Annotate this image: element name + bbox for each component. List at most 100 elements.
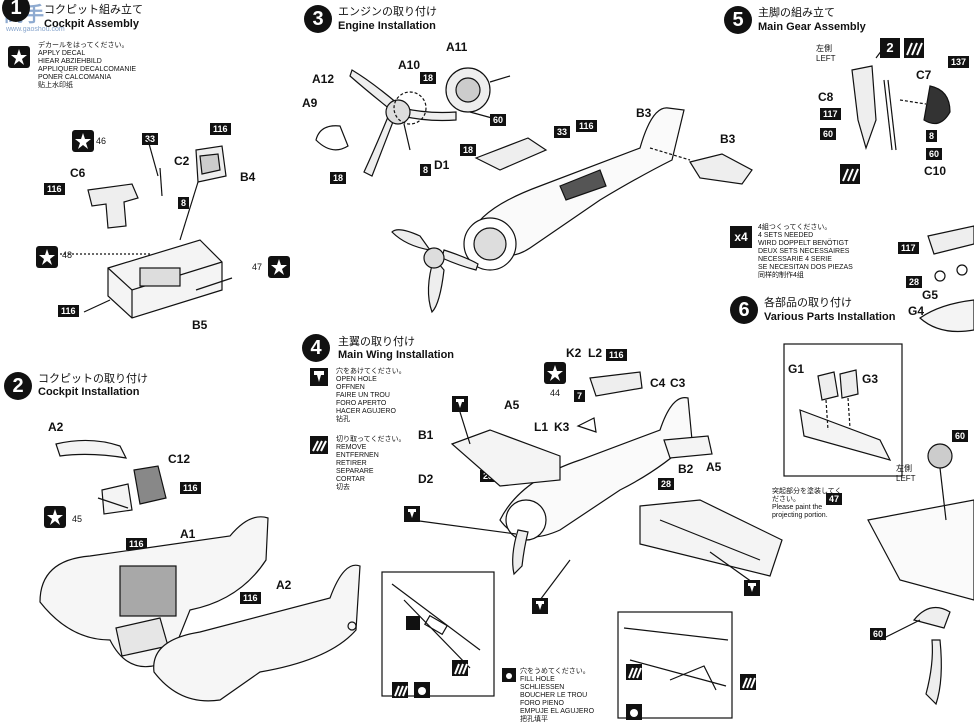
part-label-c2: C2 [174, 154, 190, 168]
decal-number-46: 46 [96, 136, 107, 146]
decal-star-icon [8, 46, 30, 68]
decal-star-icon [72, 130, 94, 152]
part-label-l1: L1 [534, 420, 549, 434]
paint-code-116: 116 [210, 123, 231, 135]
open-hole-icon [744, 580, 760, 596]
decal-number-47: 47 [252, 262, 263, 272]
part-label-c3: C3 [670, 376, 686, 390]
part-label-b3: B3 [720, 132, 736, 146]
paint-code-117: 117 [898, 242, 919, 254]
paint-code-116: 116 [240, 592, 261, 604]
step-6-title-jp: 各部品の取り付け [764, 297, 852, 309]
parts-tree-b-icon: 2 [880, 38, 900, 58]
step-1-number: 1 [2, 0, 30, 22]
decal-star-icon [44, 506, 66, 528]
part-label-g5: G5 [922, 288, 939, 302]
fill-hole-note: 穴をうめてください。 FILL HOLE SCHLIESSEN BOUCHER … [520, 668, 595, 723]
paint-projecting-note: 突起部分を塗装してください。 Please paint the projecti… [772, 488, 842, 519]
step-3-title-en: Engine Installation [338, 20, 436, 32]
open-hole-note: 穴をあけてください。 OPEN HOLE OFFNEN FAIRE UN TRO… [336, 368, 406, 423]
left-side-label: 左側 LEFT [816, 44, 836, 63]
open-hole-icon [452, 396, 468, 412]
decal-number-44: 44 [550, 388, 561, 398]
step-3-title-jp: エンジンの取り付け [338, 6, 437, 18]
paint-code-18: 18 [330, 172, 347, 184]
remove-icon [626, 664, 642, 680]
part-label-a2: A2 [48, 420, 64, 434]
step-6-title-en: Various Parts Installation [764, 311, 896, 323]
part-label-g4: G4 [908, 304, 925, 318]
part-label-a5: A5 [504, 398, 520, 412]
part-label-b5: B5 [192, 318, 208, 332]
fill-hole-icon [502, 668, 516, 682]
paint-code-137: 137 [948, 56, 970, 68]
step-1-title-en: Cockpit Assembly [44, 18, 139, 30]
paint-code-33: 33 [142, 133, 159, 145]
part-label-g3: G3 [862, 372, 879, 386]
part-label-a5: A5 [706, 460, 722, 474]
paint-code-8: 8 [926, 130, 938, 142]
left-side-label: 左側 LEFT [896, 464, 916, 483]
step-4-title-jp: 主翼の取り付け [338, 336, 415, 348]
part-label-c7: C7 [916, 68, 932, 82]
step-5-title-en: Main Gear Assembly [758, 21, 866, 33]
watermark-site: www.gaoshou.com [6, 26, 65, 33]
remove-icon [740, 674, 756, 690]
paint-code-60: 60 [952, 430, 969, 442]
fill-hole-icon [626, 704, 642, 720]
decal-number-45: 45 [72, 514, 83, 524]
part-label-c8: C8 [818, 90, 834, 104]
part-label-b2: B2 [678, 462, 694, 476]
decal-star-icon [544, 362, 566, 384]
paint-code-60: 60 [926, 148, 943, 160]
decal-number-48: 48 [62, 250, 73, 260]
remove-note: 切り取ってください。 REMOVE ENTFERNEN RETIRER SEPA… [336, 436, 406, 491]
step-4-number: 4 [302, 334, 330, 362]
paint-code-18: 18 [420, 72, 437, 84]
remove-icon [310, 436, 328, 454]
part-label-a1: A1 [180, 527, 196, 541]
paint-code-117: 117 [820, 108, 841, 120]
part-label-d1: D1 [434, 158, 450, 172]
four-sets-note: 4組つくってください。 4 SETS NEEDED WIRD DOPPELT B… [758, 224, 853, 279]
step-2-number: 2 [4, 372, 32, 400]
paint-code-18: 18 [460, 144, 477, 156]
remove-icon [904, 38, 924, 58]
part-label-a12: A12 [312, 72, 335, 86]
part-label-b3: B3 [636, 106, 652, 120]
paint-code-47: 47 [826, 493, 843, 505]
paint-code-60: 60 [870, 628, 887, 640]
paint-code-116: 116 [58, 305, 79, 317]
paint-code-60: 60 [490, 114, 507, 126]
decal-star-icon [268, 256, 290, 278]
part-label-b1: B1 [418, 428, 434, 442]
paint-code-116: 116 [606, 349, 627, 361]
part-label-a9: A9 [302, 96, 318, 110]
part-label-c4: C4 [650, 376, 666, 390]
remove-icon [840, 164, 860, 184]
paint-code-116: 116 [44, 183, 65, 195]
open-hole-icon [404, 506, 420, 522]
part-label-c6: C6 [70, 166, 86, 180]
fill-hole-icon [414, 682, 430, 698]
remove-icon [392, 682, 408, 698]
part-label-l2: L2 [588, 346, 603, 360]
open-hole-icon [532, 598, 548, 614]
paint-code-8: 8 [420, 164, 432, 176]
decal-star-icon [36, 246, 58, 268]
step-4-title-en: Main Wing Installation [338, 349, 455, 361]
paint-code-28: 28 [906, 276, 923, 288]
step-2-title-en: Cockpit Installation [38, 386, 140, 398]
paint-code-33: 33 [554, 126, 571, 138]
step-5-number: 5 [724, 6, 752, 34]
paint-code-7: 7 [574, 390, 586, 402]
paint-code-60: 60 [820, 128, 837, 140]
part-label-b4: B4 [240, 170, 256, 184]
times-four-badge: x4 [730, 226, 752, 248]
